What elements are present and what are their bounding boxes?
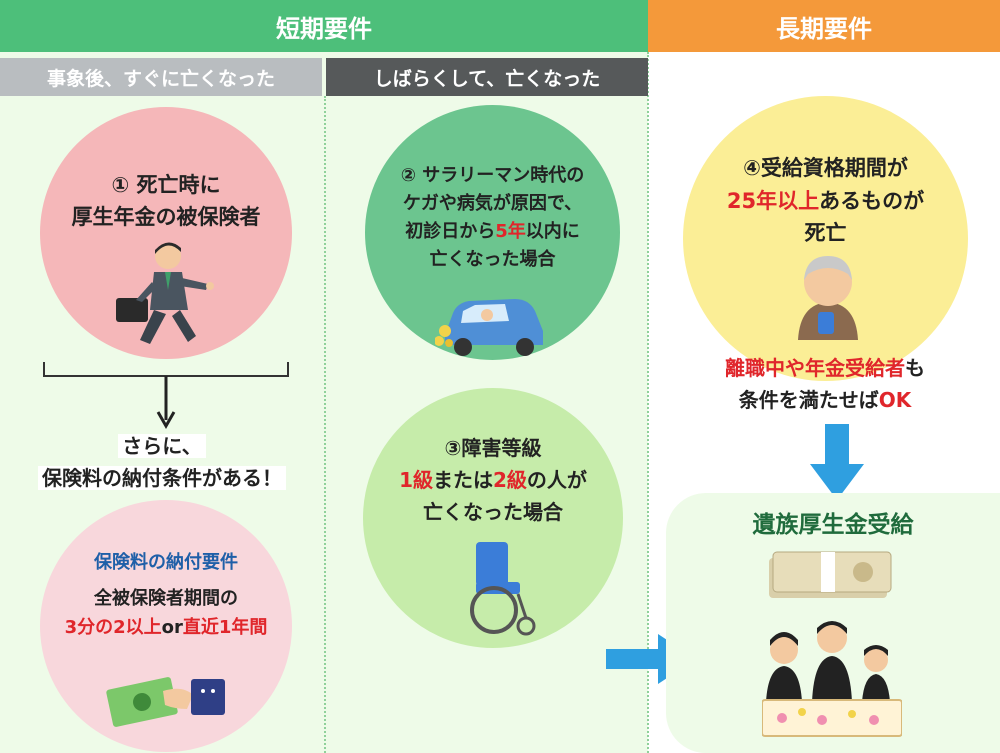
payment-recent-year: 直近1年間 [182, 617, 268, 639]
down-arrow [810, 424, 864, 500]
payment-line1: 全被保険者期間の [94, 587, 238, 609]
requirement-3-text: ③障害等級 1級または2級の人が 亡くなった場合 [363, 432, 623, 528]
note-line2-a: 条件を満たせば [738, 388, 879, 412]
subheader-immediate: 事象後、すぐに亡くなった [0, 58, 322, 96]
requirement-2-line4: 亡くなった場合 [429, 248, 556, 270]
bracket-arrow [43, 362, 289, 430]
requirement-4-line2-a: あるものが [819, 188, 925, 213]
long-term-header: 長期要件 [648, 0, 1000, 52]
payment-ratio: 3分の2以上 [64, 617, 162, 639]
long-term-note: 離職中や年金受給者も 条件を満たせばOK [660, 352, 990, 416]
requirement-2-line3-b: 以内に [525, 220, 580, 242]
requirement-3-grade1: 1級 [399, 468, 433, 492]
result-title: 遺族厚生金受給 [752, 512, 914, 538]
requirement-4-years: 25年以上 [726, 188, 820, 213]
additional-line1: さらに、 [118, 434, 206, 458]
payment-or: or [161, 617, 183, 639]
subheader-later: しばらくして、亡くなった [326, 58, 648, 96]
requirement-1-line1: ① 死亡時に [111, 173, 221, 197]
requirement-3-line1: ③障害等級 [444, 436, 542, 460]
payment-requirement-text: 保険料の納付要件 全被保険者期間の 3分の2以上or直近1年間 [40, 548, 292, 643]
requirement-1-line2: 厚生年金の被保険者 [71, 204, 261, 229]
note-ok: OK [878, 388, 912, 412]
requirement-4-line3: 死亡 [804, 221, 847, 246]
requirement-3-circle [363, 388, 623, 648]
long-term-header-label: 長期要件 [776, 14, 872, 43]
requirement-2-years: 5年 [495, 220, 526, 242]
businessman-illustration [116, 242, 214, 344]
note-line1-a: も [905, 356, 925, 380]
requirement-4-line2: 25年以上あるものが [683, 185, 968, 218]
requirement-2-line3-a: 初診日から [405, 220, 496, 242]
bereaved-family-illustration [762, 621, 902, 737]
wheelchair-illustration [470, 542, 536, 636]
payment-line2: 3分の2以上or直近1年間 [40, 613, 292, 643]
requirement-3-or: または [433, 468, 493, 492]
requirement-3-grade2: 2級 [493, 468, 527, 492]
requirement-1-circle [40, 107, 292, 359]
elderly-man-illustration [798, 256, 858, 340]
requirement-2-text: ② サラリーマン時代の ケガや病気が原因で、 初診日から5年以内に 亡くなった場… [365, 162, 620, 274]
additional-condition: さらに、 保険料の納付条件がある！ [0, 430, 324, 494]
short-term-header: 短期要件 [0, 0, 648, 52]
requirement-2-line1: ② サラリーマン時代の [400, 165, 585, 186]
short-term-header-label: 短期要件 [276, 14, 372, 43]
note-line1: 離職中や年金受給者も [660, 352, 990, 384]
subheader-immediate-label: 事象後、すぐに亡くなった [46, 67, 275, 90]
panel-right-border [647, 52, 649, 753]
requirement-3-line2-b: の人が [526, 468, 587, 492]
money-stack-illustration [769, 551, 892, 598]
requirement-4-line1: ④受給資格期間が [743, 156, 908, 180]
additional-line2: 保険料の納付条件がある！ [38, 466, 286, 490]
requirement-3-line2: 1級または2級の人が [363, 464, 623, 496]
column-divider [324, 96, 326, 753]
payment-title: 保険料の納付要件 [94, 552, 238, 573]
requirement-2-line2: ケガや病気が原因で、 [402, 192, 583, 214]
requirement-4-text: ④受給資格期間が 25年以上あるものが 死亡 [683, 152, 968, 250]
requirement-2-line3: 初診日から5年以内に [365, 218, 620, 246]
note-retired: 離職中や年金受給者 [725, 356, 905, 380]
requirement-1-text: ① 死亡時に 厚生年金の被保険者 [40, 170, 292, 233]
note-line2: 条件を満たせばOK [660, 384, 990, 416]
car-accident-illustration [435, 299, 543, 356]
money-hand-illustration [106, 677, 225, 727]
subheader-later-label: しばらくして、亡くなった [373, 67, 601, 90]
requirement-3-line3: 亡くなった場合 [423, 500, 563, 524]
